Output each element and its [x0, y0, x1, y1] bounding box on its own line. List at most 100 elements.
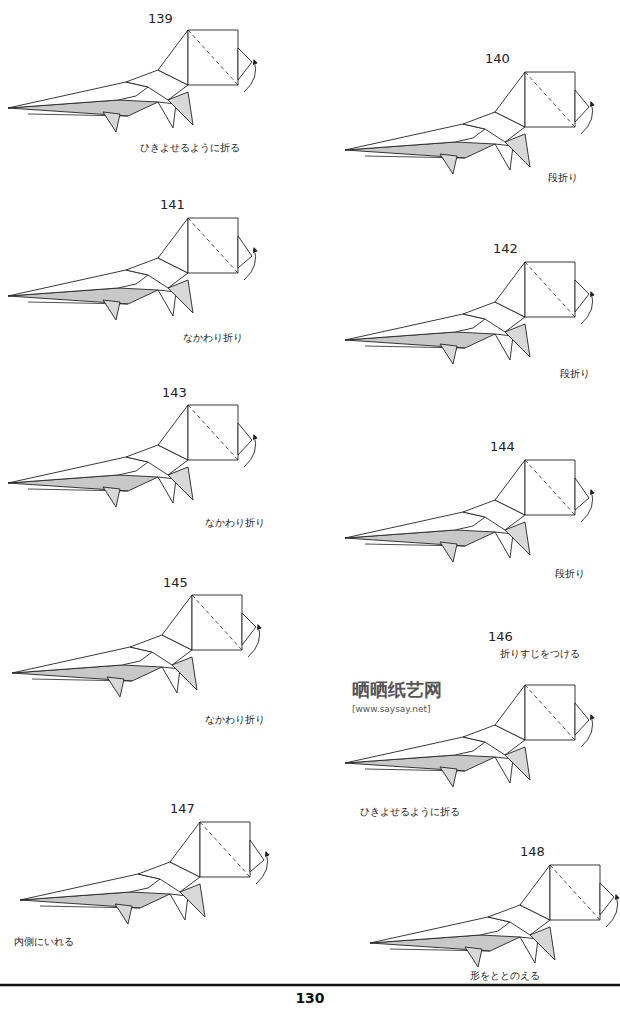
step-number: 144	[490, 440, 515, 454]
head-tip	[238, 236, 252, 268]
fold-arrow	[581, 490, 593, 522]
instruction: 段折り	[560, 368, 590, 379]
step-number: 145	[163, 576, 188, 590]
watermark: 晒晒纸艺网	[352, 680, 442, 700]
wing	[20, 874, 160, 900]
leg	[530, 927, 555, 960]
head-flap	[158, 405, 188, 460]
folding-step	[8, 405, 256, 507]
watermark-url: [www.saysay.net]	[352, 705, 431, 715]
fold-line	[525, 262, 575, 317]
head-tip	[575, 703, 589, 735]
folding-step	[8, 30, 256, 132]
head-tip	[238, 48, 252, 80]
instruction: 折りすじをつける	[500, 648, 580, 659]
head-flap	[162, 595, 192, 650]
wing	[12, 647, 152, 673]
head	[188, 405, 238, 460]
leg	[465, 947, 482, 967]
fold-line	[192, 595, 242, 650]
instruction: なかわり折り	[183, 332, 243, 343]
page-number: 130	[295, 991, 324, 1006]
fold-arrow	[244, 248, 256, 280]
fold-line	[188, 30, 238, 85]
head-flap	[495, 72, 525, 127]
folding-step	[345, 72, 593, 174]
page-rule	[0, 984, 620, 987]
leg	[168, 92, 193, 125]
fold-line	[525, 685, 575, 740]
head	[188, 218, 238, 273]
step-number: 147	[170, 802, 195, 816]
leg	[103, 300, 120, 320]
head	[525, 685, 575, 740]
wing	[345, 314, 485, 340]
fold-line	[188, 405, 238, 460]
head	[525, 460, 575, 515]
leg	[180, 884, 205, 917]
step-number: 140	[485, 52, 510, 66]
folding-step	[20, 822, 268, 924]
head	[192, 595, 242, 650]
leg	[115, 904, 132, 924]
head	[188, 30, 238, 85]
folding-step	[345, 262, 593, 364]
head-flap	[495, 685, 525, 740]
leg	[505, 522, 530, 555]
leg	[168, 467, 193, 500]
head-tip	[250, 840, 264, 872]
leg	[103, 487, 120, 507]
instruction: 内側にいれる	[14, 936, 74, 947]
wing	[345, 512, 485, 538]
leg	[440, 154, 457, 174]
fold-line	[525, 72, 575, 127]
head	[550, 865, 600, 920]
folding-step	[8, 218, 256, 320]
leg	[505, 134, 530, 167]
fold-arrow	[244, 435, 256, 467]
leg	[103, 112, 120, 132]
fold-line	[550, 865, 600, 920]
fold-arrow	[581, 292, 593, 324]
step-number: 141	[160, 198, 185, 212]
step-number: 139	[148, 12, 173, 26]
fold-line	[188, 218, 238, 273]
leg	[168, 280, 193, 313]
fold-arrow	[248, 625, 260, 657]
fold-arrow	[244, 60, 256, 92]
folding-step	[345, 460, 593, 562]
wing	[8, 270, 148, 296]
wing	[345, 124, 485, 150]
instruction: ひきよせるように折る	[140, 142, 240, 153]
leg	[440, 542, 457, 562]
fold-arrow	[606, 895, 618, 927]
instruction: 形をととのえる	[470, 970, 540, 981]
instruction: ひきよせるように折る	[360, 806, 460, 817]
head-flap	[520, 865, 550, 920]
head-tip	[575, 280, 589, 312]
step-number: 142	[493, 242, 518, 256]
instruction: なかわり折り	[205, 714, 265, 725]
leg	[172, 657, 197, 690]
instruction: 段折り	[548, 172, 578, 183]
wing	[8, 82, 148, 108]
head-tip	[242, 613, 256, 645]
step-number: 148	[520, 845, 545, 859]
fold-line	[200, 822, 250, 877]
leg	[440, 767, 457, 787]
folding-step	[370, 865, 618, 967]
head-tip	[238, 423, 252, 455]
head	[200, 822, 250, 877]
head-flap	[495, 460, 525, 515]
leg	[505, 747, 530, 780]
wing	[8, 457, 148, 483]
folding-step	[345, 685, 593, 787]
leg	[440, 344, 457, 364]
step-number: 143	[162, 386, 187, 400]
head	[525, 262, 575, 317]
head-flap	[170, 822, 200, 877]
fold-arrow	[581, 102, 593, 134]
head-flap	[495, 262, 525, 317]
head-flap	[158, 30, 188, 85]
